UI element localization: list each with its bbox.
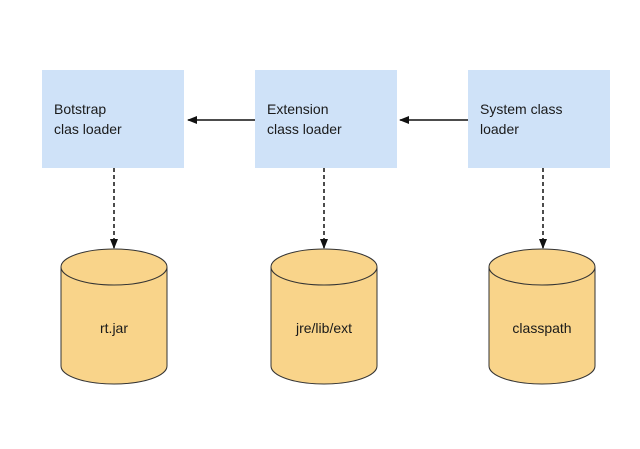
cylinder-jre-lib-ext [270, 248, 378, 385]
system-class-loader-label: System class loader [480, 101, 563, 137]
rt-jar-label: rt.jar [100, 320, 128, 336]
extension-class-loader-box: Extension class loader [255, 70, 397, 168]
extension-class-loader-label: Extension class loader [267, 101, 342, 137]
jre-lib-ext-label: jre/lib/ext [295, 320, 353, 336]
cylinder-rt-jar [60, 248, 168, 385]
classpath-label: classpath [512, 320, 572, 336]
system-class-loader-box: System class loader [468, 70, 610, 168]
cylinder-classpath [488, 248, 596, 385]
bootstrap-class-loader-label: Botstrap clas loader [54, 101, 122, 137]
bootstrap-class-loader-box: Botstrap clas loader [42, 70, 184, 168]
